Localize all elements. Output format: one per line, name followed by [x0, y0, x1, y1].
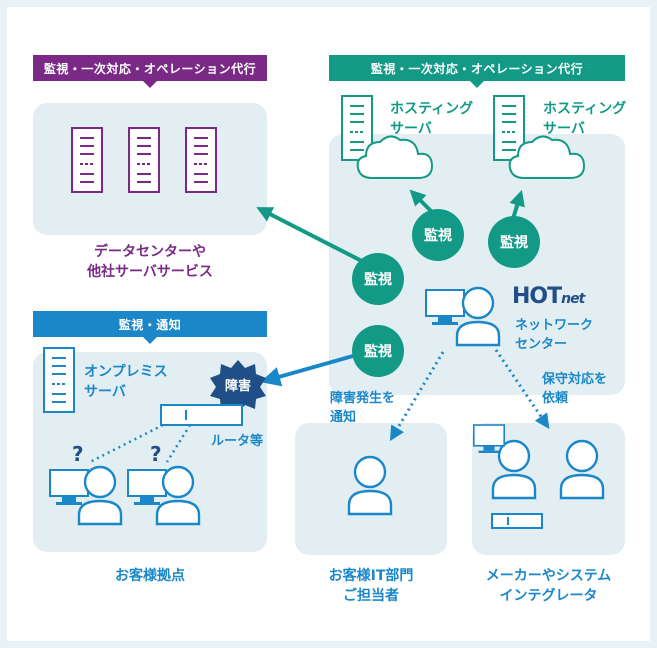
hot-net-logo: HOTnet: [512, 284, 585, 309]
maker-device-icon: [491, 513, 543, 529]
monitor-badge-hosting-2: 監視: [488, 216, 540, 268]
it-dept-label: お客様IT部門ご担当者: [328, 568, 414, 604]
datacenter-server-icon-2: [128, 127, 160, 193]
customer-pc-icon-2: [127, 469, 167, 506]
question-mark-1: ?: [72, 442, 84, 466]
noc-pc-icon: [425, 289, 465, 326]
router-icon: [160, 404, 243, 426]
router-link-2: [165, 424, 192, 463]
hosting-header: 監視・一次対応・オペレーション代行: [329, 55, 625, 88]
fault-burst: [210, 360, 266, 413]
request-maker-arrow: [494, 349, 550, 429]
onprem-label: オンプレミスサーバ: [84, 364, 168, 400]
datacenter-server-icon-3: [185, 127, 217, 193]
onprem-server-icon: [43, 347, 75, 413]
monitor-badge-hosting-1: 監視: [412, 209, 464, 261]
customer-pc-icon-1: [49, 469, 89, 506]
it-person-icon: [347, 455, 393, 516]
maker-person-icon-1: [491, 439, 537, 500]
datacenter-label: データセンターや他社サーバサービス: [87, 244, 213, 280]
notify-it-arrow: [389, 351, 445, 442]
router-link-1: [89, 423, 164, 464]
cloud-icon-1: [356, 135, 434, 179]
maker-person-icon-2: [559, 439, 605, 500]
onprem-header: 監視・通知: [33, 311, 267, 344]
hosting-label-2: ホスティングサーバ: [543, 101, 627, 137]
monitor-badge-onprem: 監視: [352, 325, 404, 377]
datacenter-header: 監視・一次対応・オペレーション代行: [33, 55, 267, 88]
noc-label: ネットワークセンター: [515, 318, 594, 352]
notify-label: 障害発生を通知: [330, 391, 396, 425]
maker-label: メーカーやシステムインテグレータ: [485, 568, 612, 604]
customer-site-label: お客様拠点: [115, 568, 185, 584]
fault-label: 障害: [224, 379, 251, 394]
hosting-label-1: ホスティングサーバ: [390, 101, 474, 137]
question-mark-2: ?: [150, 442, 162, 466]
it-dept-panel: [295, 423, 447, 555]
router-label: ルータ等: [211, 434, 264, 449]
datacenter-server-icon-1: [71, 127, 103, 193]
notify-arrow-onprem: [260, 352, 361, 387]
monitor-badge-dc: 監視: [352, 253, 404, 305]
cloud-icon-2: [508, 135, 586, 179]
request-label: 保守対応を依頼: [542, 372, 608, 406]
